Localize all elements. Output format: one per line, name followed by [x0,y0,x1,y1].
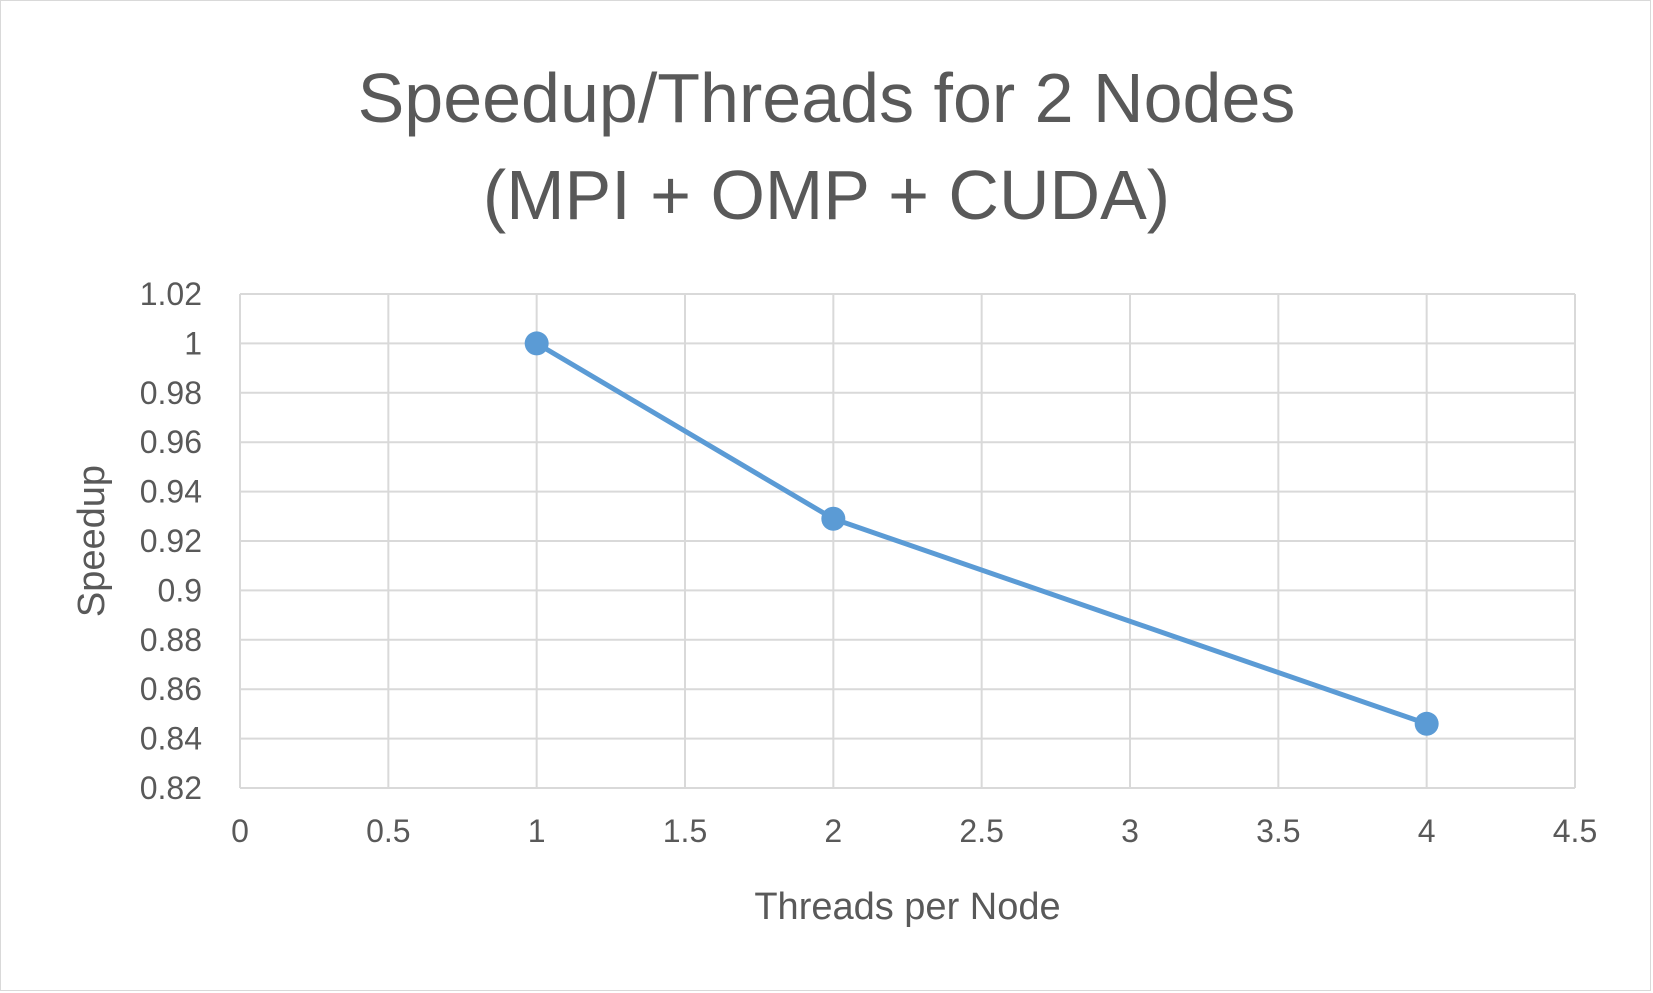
y-tick-label: 0.84 [140,721,202,757]
data-point [1414,711,1439,736]
x-tick-label: 3 [1121,813,1139,849]
x-tick-label: 0 [231,813,249,849]
x-tick-label: 4 [1418,813,1436,849]
y-tick-label: 1.02 [140,276,202,312]
x-tick-label: 1 [528,813,546,849]
y-axis-label: Speedup [71,465,113,617]
x-tick-label: 2.5 [959,813,1003,849]
x-tick-label: 3.5 [1256,813,1300,849]
y-tick-label: 0.86 [140,671,202,707]
chart-title-line-2: (MPI + OMP + CUDA) [482,156,1171,234]
x-tick-label: 2 [824,813,842,849]
x-tick-label: 4.5 [1553,813,1597,849]
y-tick-label: 0.88 [140,622,202,658]
data-point [821,506,846,531]
y-tick-label: 0.98 [140,375,202,411]
chart-title: Speedup/Threads for 2 Nodes (MPI + OMP +… [0,50,1653,244]
x-tick-label: 0.5 [366,813,410,849]
y-tick-label: 0.94 [140,474,202,510]
x-tick-label: 1.5 [663,813,707,849]
y-tick-label: 0.9 [158,572,202,608]
x-axis-label: Threads per Node [754,886,1060,928]
y-tick-label: 0.96 [140,424,202,460]
data-point [524,331,549,356]
y-tick-label: 1 [184,325,202,361]
tick-label-layer: 0 0.5 1 1.5 2 2.5 3 3.5 4 4.5 0.82 0.84 0.86 0.88 0.9 0… [140,276,1598,849]
y-tick-label: 0.82 [140,770,202,806]
series-layer [524,331,1439,736]
y-tick-label: 0.92 [140,523,202,559]
grid-layer [239,293,1576,789]
chart-title-line-1: Speedup/Threads for 2 Nodes [357,59,1296,137]
